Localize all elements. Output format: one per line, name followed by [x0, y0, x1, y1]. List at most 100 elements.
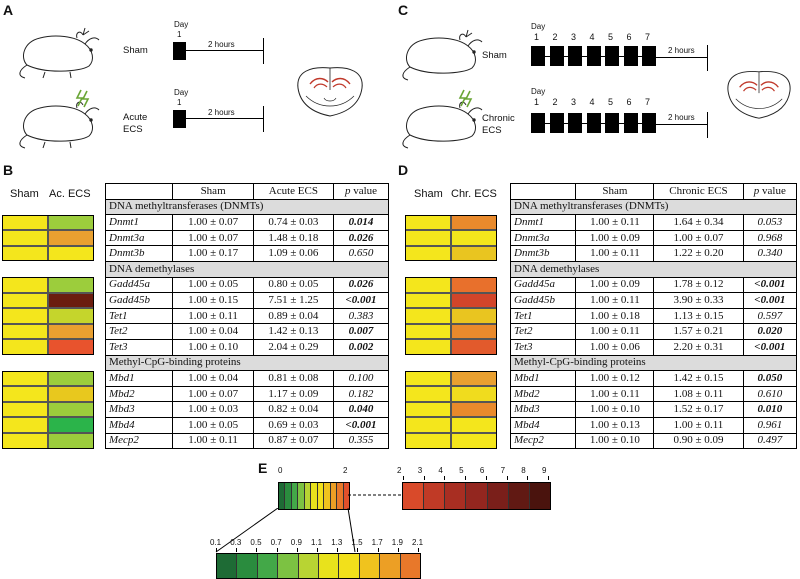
- color-swatch: [359, 554, 381, 578]
- legend-tick-label: 1.5: [351, 538, 363, 547]
- p-value: 0.610: [742, 385, 798, 403]
- color-scale-low: [278, 482, 350, 510]
- color-swatch: [324, 483, 331, 509]
- sham-value: 1.00 ± 0.11: [172, 307, 254, 325]
- ecs-value: 1.57 ± 0.21: [653, 323, 744, 340]
- color-swatch: [291, 483, 299, 509]
- legend-tick-mark: [276, 548, 278, 552]
- timeline-end-c-ecs: [707, 112, 708, 138]
- gene-name: Tet3: [104, 338, 174, 356]
- sham-value: 1.00 ± 0.09: [575, 229, 655, 247]
- panel-label-c: C: [398, 2, 409, 18]
- sham-value: 1.00 ± 0.13: [575, 416, 655, 434]
- gene-name: Dnmt1: [509, 214, 577, 231]
- sham-value: 1.00 ± 0.11: [575, 214, 655, 231]
- sham-value: 1.00 ± 0.07: [172, 385, 254, 403]
- legend-tick-mark: [216, 548, 217, 552]
- gene-name: Dnmt3b: [509, 245, 577, 262]
- ecs-day-block-c-ecs: [586, 113, 601, 133]
- timeline-connector-c-ecs: [600, 123, 605, 124]
- timeline-line-c-sham: [656, 57, 708, 58]
- timeline-line-a-ecs: [186, 118, 264, 119]
- sham-value: 1.00 ± 0.10: [575, 401, 655, 418]
- legend-tick-mark: [423, 476, 425, 480]
- legend-tick-label: 2: [397, 466, 402, 475]
- day-label-c-sham: Day: [531, 22, 546, 31]
- gene-name: Mbd3: [509, 401, 577, 418]
- timeline-connector-c-sham: [619, 56, 624, 57]
- color-swatch: [424, 483, 446, 509]
- heatmap-header-ecs-b: Ac. ECS: [49, 188, 91, 200]
- legend-tick-label: 0.9: [290, 538, 302, 547]
- color-swatch: [257, 554, 279, 578]
- brain-section-illustration-a: [297, 67, 363, 117]
- timeline-end-a-sham: [263, 38, 264, 64]
- section-header-row: Methyl-CpG-binding proteins: [105, 354, 389, 372]
- ecs-value: 3.90 ± 0.33: [653, 292, 744, 309]
- sham-value: 1.00 ± 0.04: [172, 370, 254, 387]
- sham-value: 1.00 ± 0.04: [172, 323, 254, 340]
- section-title: Methyl-CpG-binding proteins: [510, 354, 797, 372]
- sham-value: 1.00 ± 0.17: [172, 245, 254, 262]
- gene-name: Dnmt3b: [104, 245, 174, 262]
- day-label-a-sham: Day: [174, 20, 189, 29]
- sham-value: 1.00 ± 0.09: [575, 276, 655, 294]
- legend-tick-label: 6: [479, 466, 485, 475]
- gene-name: Dnmt3a: [509, 229, 577, 247]
- legend-tick-label: 1.1: [311, 538, 323, 547]
- heatmap-header-ecs-d: Chr. ECS: [451, 188, 497, 200]
- day-label-c-ecs: Day: [531, 87, 546, 96]
- mouse-sham-illustration-c: [402, 29, 483, 81]
- color-swatch: [278, 554, 299, 578]
- color-swatch: [380, 554, 401, 578]
- day-number-c-ecs: 2: [552, 97, 558, 107]
- legend-tick-mark: [397, 548, 399, 552]
- ecs-day-block-c-ecs: [549, 113, 564, 133]
- legend-tick-mark: [548, 476, 549, 480]
- ecs-day-block-c-sham: [586, 46, 601, 66]
- p-value: 0.010: [742, 401, 798, 418]
- ecs-value: 1.09 ± 0.06: [252, 245, 335, 262]
- p-value: 0.007: [333, 323, 389, 340]
- p-value: <0.001: [333, 292, 389, 309]
- legend-tick-mark: [317, 548, 318, 552]
- color-swatch: [487, 483, 509, 509]
- heatmap-group-border: [2, 214, 94, 262]
- panel-label-e: E: [258, 460, 268, 476]
- column-header: Sham: [575, 183, 655, 200]
- color-swatch: [304, 483, 312, 509]
- color-swatch: [279, 483, 286, 509]
- day-number-c-sham: 3: [571, 32, 577, 42]
- timeline-connector-c-ecs: [582, 123, 587, 124]
- section-header-row: DNA methyltransferases (DNMTs): [510, 198, 797, 216]
- day-number-c-sham: 2: [552, 32, 558, 42]
- heatmap-header-sham-b: Sham: [10, 188, 39, 200]
- legend-tick-label: 0.7: [270, 538, 282, 547]
- ecs-day-block-c-sham: [623, 46, 638, 66]
- color-scale-detail: [216, 553, 421, 579]
- day-number-c-ecs: 6: [626, 97, 632, 107]
- gene-name: Tet2: [104, 323, 174, 340]
- legend-connector-dashed: [348, 494, 403, 496]
- sham-value: 1.00 ± 0.05: [172, 276, 254, 294]
- ecs-label-a-line2: ECS: [123, 124, 143, 135]
- color-swatch: [330, 483, 338, 509]
- timeline-connector-c-sham: [563, 56, 568, 57]
- ecs-value: 0.81 ± 0.08: [252, 370, 335, 387]
- day-number-c-ecs: 4: [589, 97, 595, 107]
- panel-label-a: A: [3, 2, 14, 18]
- section-header-row: DNA demethylases: [510, 260, 797, 278]
- ecs-value: 0.89 ± 0.04: [252, 307, 335, 325]
- ecs-value: 1.48 ± 0.18: [252, 229, 335, 247]
